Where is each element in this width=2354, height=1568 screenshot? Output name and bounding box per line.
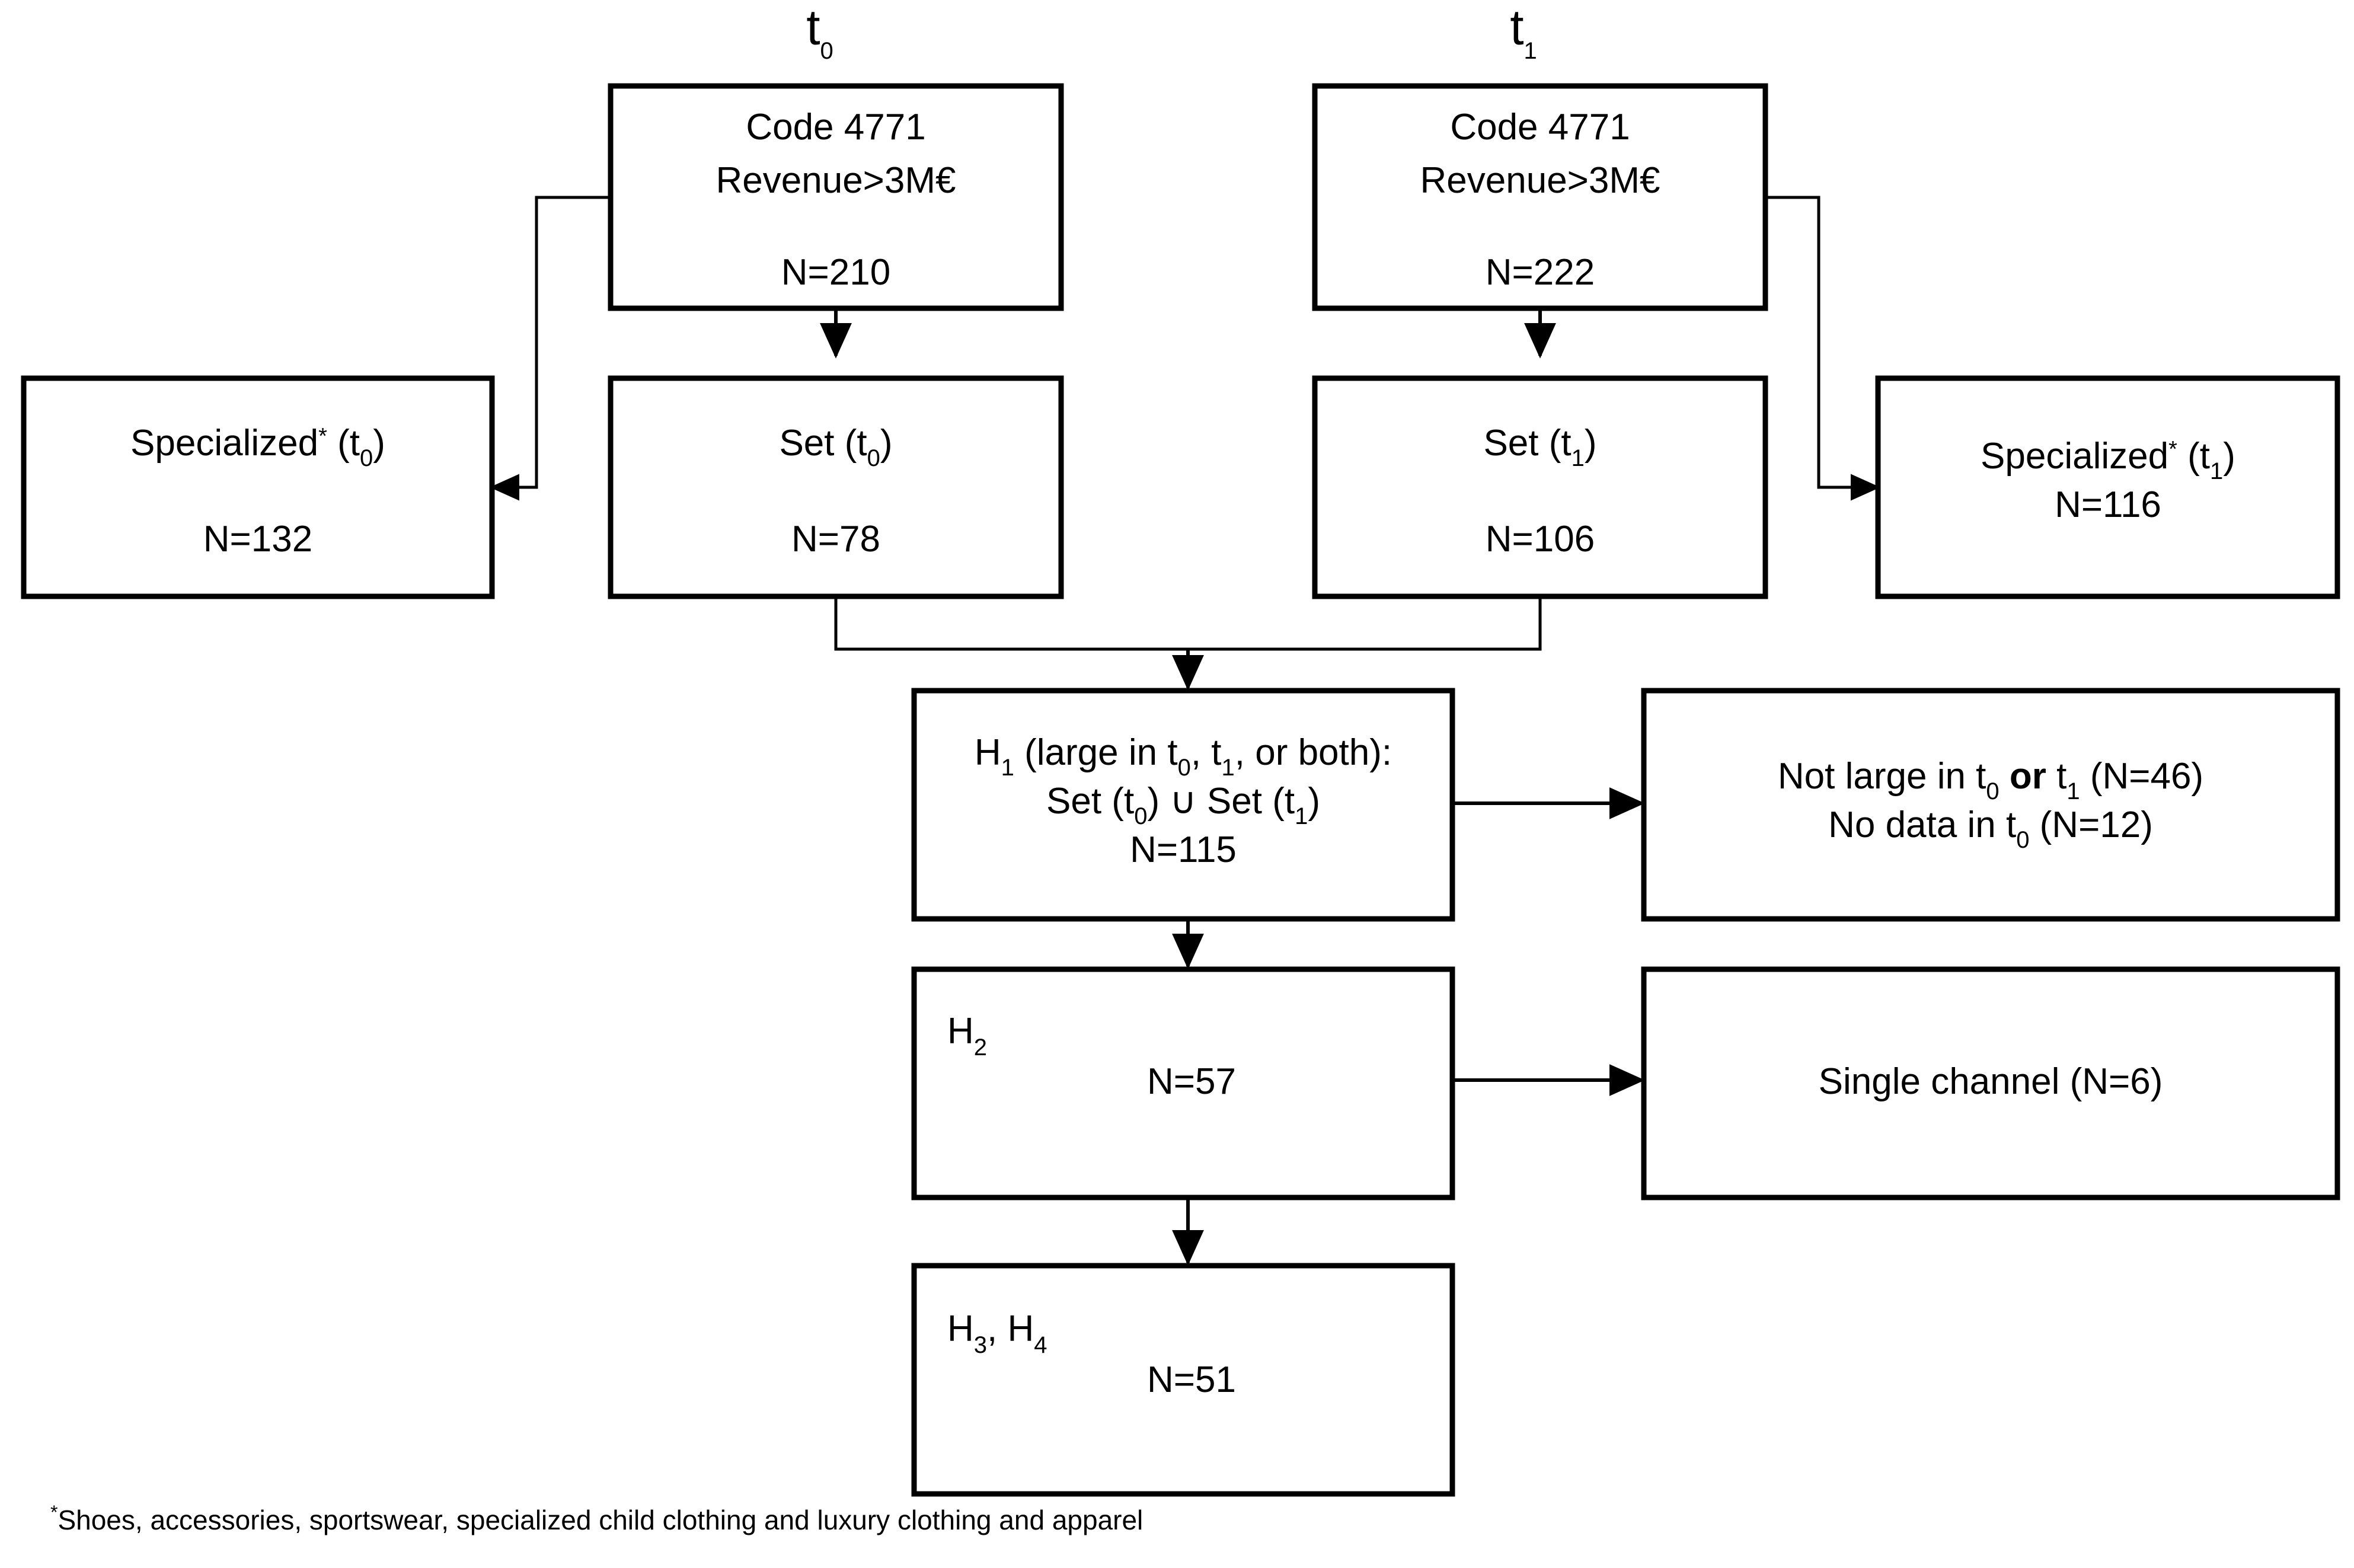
specialized-t1-label: Specialized* (t1) <box>1981 436 2235 484</box>
box-excluded-h1[interactable]: Not large in t0 or t1 (N=46) No data in … <box>1641 688 2340 922</box>
specialized-t0-label: Specialized* (t0) <box>130 423 385 471</box>
code-t0-count: N=210 <box>781 252 890 293</box>
set-t0-count: N=78 <box>791 519 880 560</box>
h1-line1: H1 (large in t0, t1, or both): <box>975 732 1392 781</box>
h1-line2: Set (t0) ∪ Set (t1) <box>1046 781 1320 829</box>
h1-count: N=115 <box>1130 829 1237 870</box>
box-set-t0[interactable]: Set (t0) N=78 <box>608 375 1064 599</box>
specialized-t1-count: N=116 <box>2055 484 2161 525</box>
code-t0-line1: Code 4771 <box>746 107 925 148</box>
h2-label: H2 <box>947 1011 987 1061</box>
code-t1-count: N=222 <box>1486 252 1595 293</box>
box-specialized-t0[interactable]: Specialized* (t0) N=132 <box>21 375 495 599</box>
code-t0-line2: Revenue>3M€ <box>716 160 956 201</box>
excluded-h1-line1: Not large in t0 or t1 (N=46) <box>1778 756 2203 804</box>
set-t1-label: Set (t1) <box>1483 423 1596 471</box>
specialized-t0-count: N=132 <box>203 519 312 560</box>
code-t1-line1: Code 4771 <box>1450 107 1630 148</box>
svg-text:t0: t0 <box>806 0 833 64</box>
set-t1-count: N=106 <box>1486 519 1595 560</box>
box-h2[interactable]: H2 N=57 <box>911 966 1455 1200</box>
box-excluded-h2[interactable]: Single channel (N=6) <box>1641 966 2340 1200</box>
box-code-4771-t1[interactable]: Code 4771 Revenue>3M€ N=222 <box>1312 83 1768 311</box>
box-set-t1[interactable]: Set (t1) N=106 <box>1312 375 1768 599</box>
code-t1-line2: Revenue>3M€ <box>1420 160 1660 201</box>
h34-label: H3, H4 <box>947 1308 1047 1358</box>
excluded-h2-text: Single channel (N=6) <box>1819 1061 2163 1102</box>
box-code-4771-t0[interactable]: Code 4771 Revenue>3M€ N=210 <box>608 83 1064 311</box>
h2-count: N=57 <box>1147 1061 1236 1102</box>
heading-t1: t1 <box>1510 0 1537 64</box>
box-h3-h4[interactable]: H3, H4 N=51 <box>911 1263 1455 1497</box>
svg-text:t1: t1 <box>1510 0 1537 64</box>
set-t0-label: Set (t0) <box>779 423 892 471</box>
edge-code-t0-to-specialized-t0 <box>489 196 611 501</box>
excluded-h1-line2: No data in t0 (N=12) <box>1828 804 2153 853</box>
heading-t0: t0 <box>806 0 833 64</box>
edge-code-t1-to-specialized-t1 <box>1764 196 1881 501</box>
footnote: *Shoes, accessories, sportswear, special… <box>50 1502 1143 1535</box>
footnote-text: *Shoes, accessories, sportswear, special… <box>50 1502 1143 1535</box>
box-specialized-t1[interactable]: Specialized* (t1) N=116 <box>1875 375 2340 599</box>
box-h1[interactable]: H1 (large in t0, t1, or both): Set (t0) … <box>911 688 1455 922</box>
edge-merge-bar <box>834 595 1542 651</box>
h34-count: N=51 <box>1147 1359 1236 1400</box>
